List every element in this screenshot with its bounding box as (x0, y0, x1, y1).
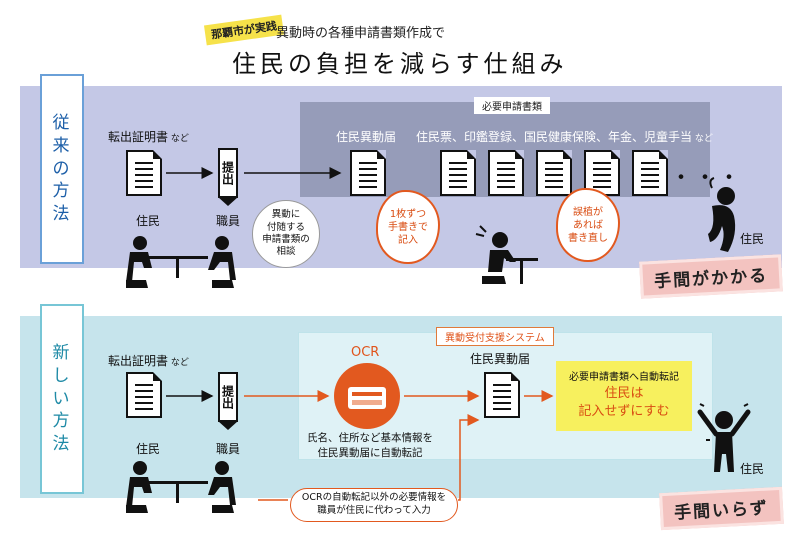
required-docs-label: 必要申請書類 (474, 97, 550, 114)
auto-transcription-line: 必要申請書類へ自動転記 (569, 372, 679, 383)
happy-resident (697, 403, 751, 472)
resident-label: 住民 (136, 214, 161, 228)
old-method-label: 従来の方法 (40, 74, 84, 264)
scanner-icon (334, 363, 400, 429)
form-document-icon (440, 150, 476, 196)
move-form-document-icon (350, 150, 386, 196)
subtitle: 異動時の各種申請書類作成で (276, 26, 446, 41)
staff-input-note: OCRの自動転記以外の必要情報を 職員が住民に代わって入力 (290, 488, 458, 522)
transfer-cert-document-icon (126, 150, 162, 196)
consult-bubble: 異動に 付随する 申請書類の 相談 (252, 200, 320, 268)
support-system-label: 異動受付支援システム (436, 327, 554, 346)
counter-scene-new (126, 461, 236, 513)
move-form-label: 住民異動届 (470, 352, 531, 366)
staff-label: 職員 (216, 214, 241, 228)
ocr-description: 氏名、住所など基本情報を 住民異動届に自動転記 (307, 432, 433, 459)
more-ellipsis: ・・・ (670, 166, 743, 191)
ocr-title: OCR (351, 345, 380, 360)
page-title: 住民の負担を減らす仕組み (232, 50, 568, 78)
no-writing-needed: 住民は 記入せずにすむ (578, 386, 670, 419)
handwrite-burst: 1枚ずつ 手書きで 記入 (376, 190, 440, 264)
resident-right-label: 住民 (740, 462, 765, 476)
submit-tag-icon: 提出 (218, 372, 238, 430)
transfer-cert-label: 転出証明書 など (108, 354, 189, 368)
move-form-document-icon (484, 372, 520, 418)
move-form-label: 住民異動届 (336, 130, 397, 144)
auto-transcription-box: 必要申請書類へ自動転記 住民は 記入せずにすむ (556, 361, 692, 431)
other-forms-label: 住民票、印鑑登録、国民健康保険、年金、児童手当 など (416, 130, 713, 144)
rewrite-burst: 誤植が あれば 書き直し (556, 188, 620, 262)
form-document-icon (632, 150, 668, 196)
writing-person (475, 225, 538, 284)
resident-right-label: 住民 (740, 232, 765, 246)
counter-scene-old (126, 236, 236, 288)
submit-tag-icon: 提出 (218, 148, 238, 206)
resident-label: 住民 (136, 442, 161, 456)
transfer-cert-label: 転出証明書 など (108, 130, 189, 144)
transfer-cert-document-icon (126, 372, 162, 418)
tired-resident (708, 177, 736, 252)
new-method-label: 新しい方法 (40, 304, 84, 494)
form-document-icon (536, 150, 572, 196)
staff-label: 職員 (216, 442, 241, 456)
arrow (458, 414, 480, 501)
form-document-icon (488, 150, 524, 196)
